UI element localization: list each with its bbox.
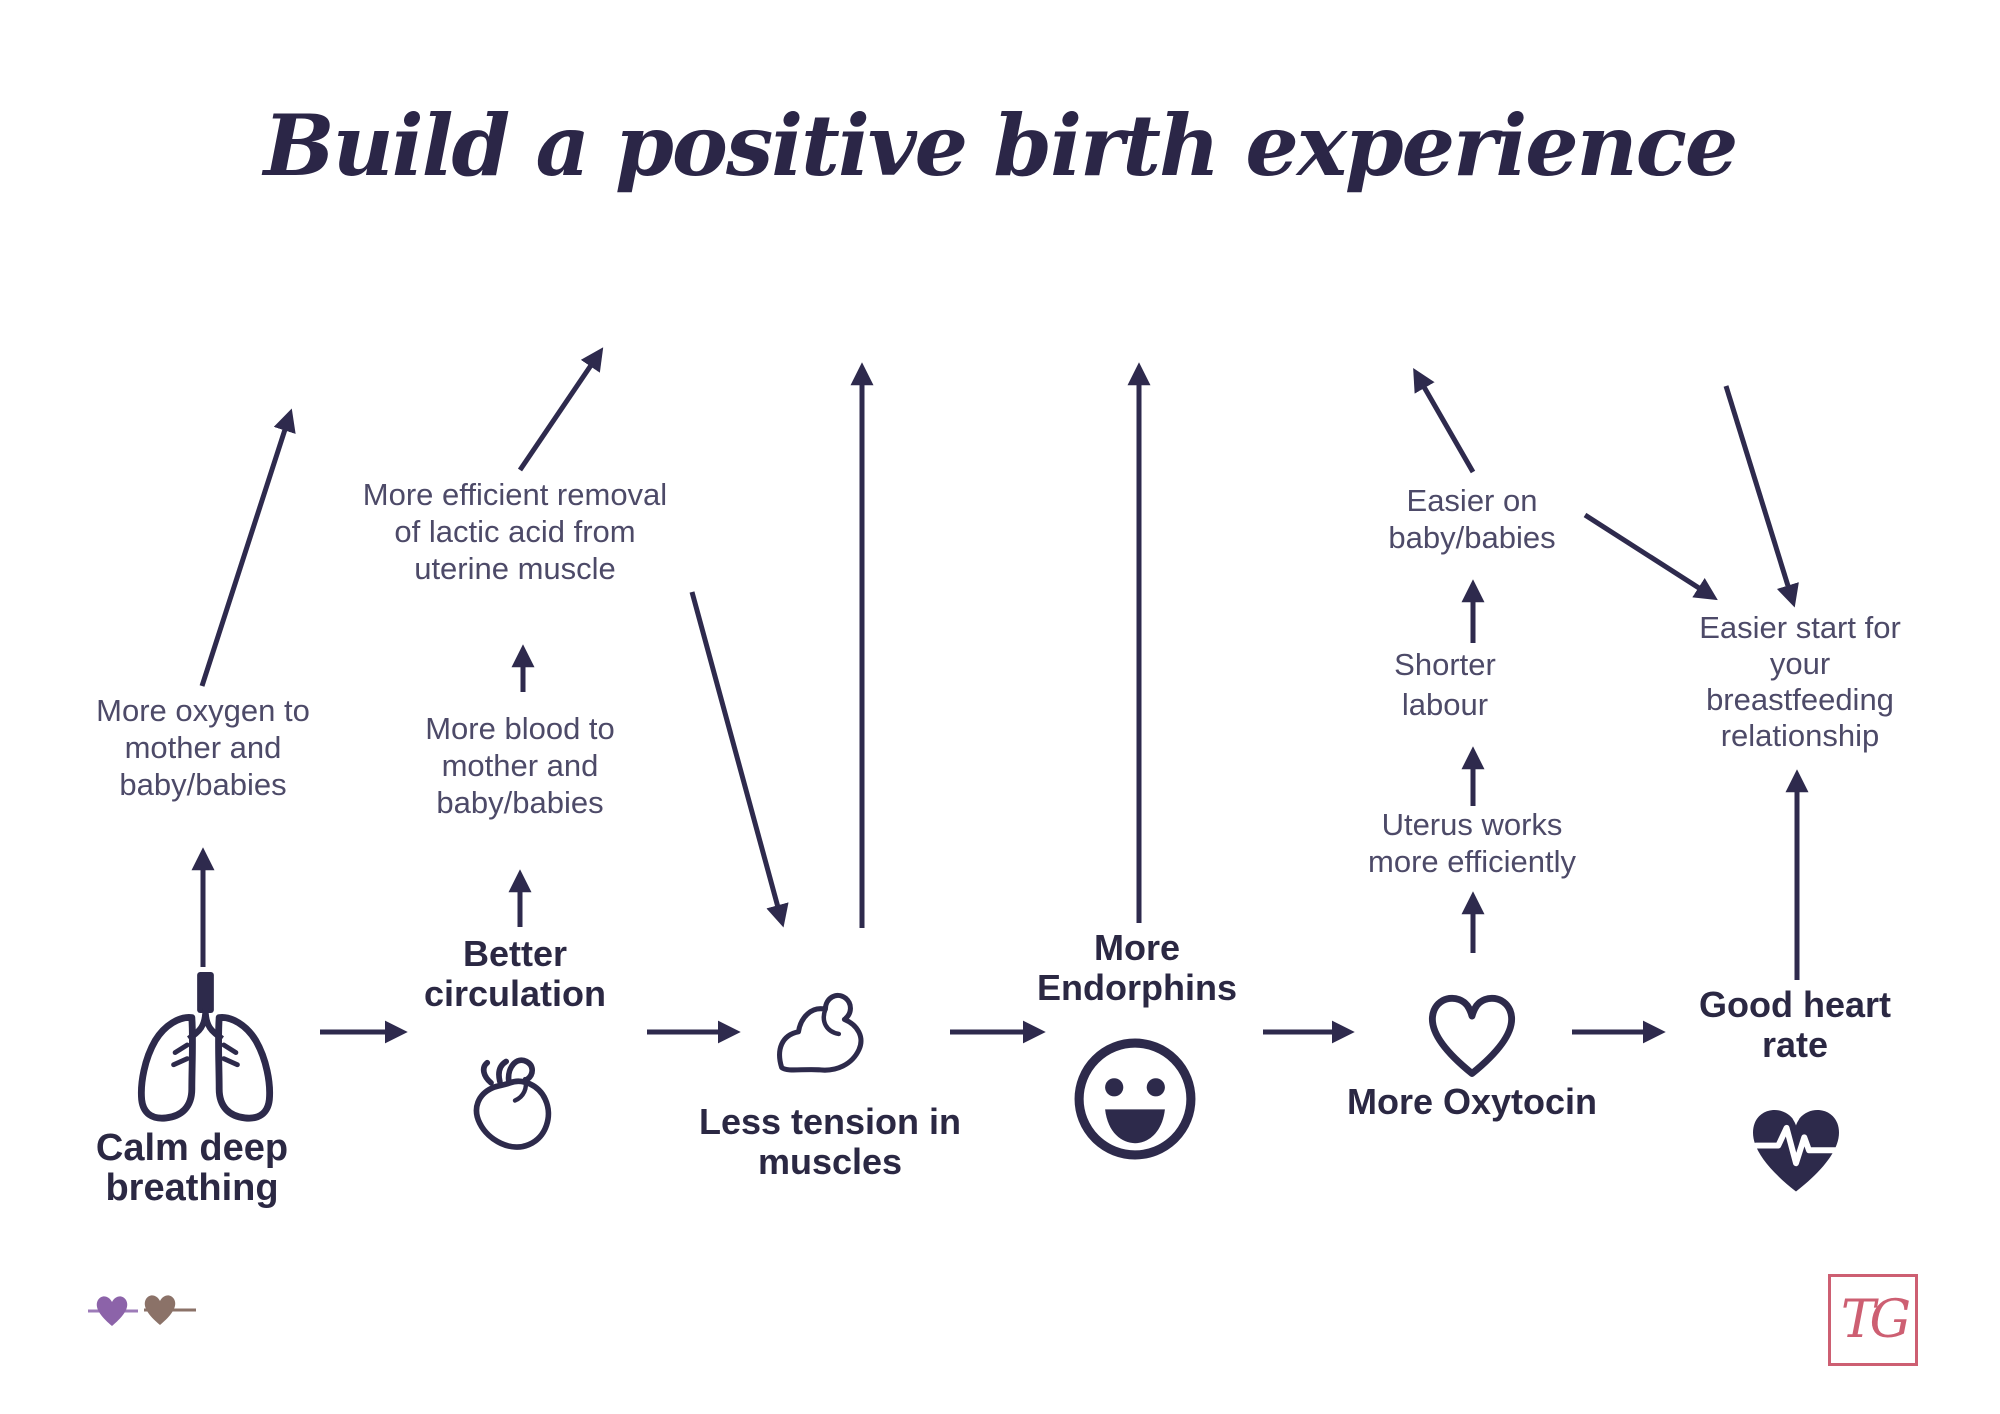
arrow-lactic-to-title bbox=[517, 347, 604, 472]
node-label-more-endorphins: More Endorphins bbox=[1037, 927, 1237, 1008]
node-label-good-heart-rate: Good heart rate bbox=[1698, 984, 1891, 1065]
heart-pulse-icon bbox=[1752, 1109, 1840, 1192]
flexed-biceps-icon bbox=[777, 992, 864, 1073]
node-label-less-tension: Less tension in muscles bbox=[698, 1101, 962, 1182]
annotation-more-blood: More blood to mother and baby/babies bbox=[425, 711, 615, 820]
anatomical-heart-icon bbox=[473, 1057, 552, 1150]
annotation-more-oxygen: More oxygen to mother and baby/babies bbox=[96, 693, 310, 802]
node-label-better-circulation: Better circulation bbox=[423, 933, 607, 1014]
annotation-lactic-acid: More efficient removal of lactic acid fr… bbox=[362, 477, 668, 586]
arrow-down-to-breastfeeding bbox=[1723, 385, 1799, 608]
annotation-shorter-labour: Shorter labour bbox=[1394, 647, 1496, 722]
annotation-uterus-efficient: Uterus works more efficiently bbox=[1368, 807, 1576, 879]
tg-logo-initials: TG bbox=[1840, 1290, 1911, 1350]
smiley-face-icon bbox=[1074, 1038, 1196, 1160]
lungs-icon bbox=[137, 972, 274, 1122]
heart-outline-icon bbox=[1429, 994, 1515, 1077]
arrow-easier-baby-to-title bbox=[1413, 368, 1476, 474]
node-label-calm-deep-breathing: Calm deep breathing bbox=[95, 1127, 289, 1209]
annotation-easier-on-babies: Easier on baby/babies bbox=[1388, 483, 1556, 555]
tg-logo: TG bbox=[1828, 1274, 1918, 1366]
hearts-divider-logo bbox=[88, 1295, 196, 1326]
arrow-oxygen-to-title bbox=[199, 408, 296, 687]
annotation-breastfeeding: Easier start for your breastfeeding rela… bbox=[1699, 610, 1901, 753]
arrow-lactic-to-muscles bbox=[689, 591, 789, 928]
node-label-more-oxytocin: More Oxytocin bbox=[1346, 1081, 1598, 1122]
page-title: Build a positive birth experience bbox=[263, 96, 1739, 195]
